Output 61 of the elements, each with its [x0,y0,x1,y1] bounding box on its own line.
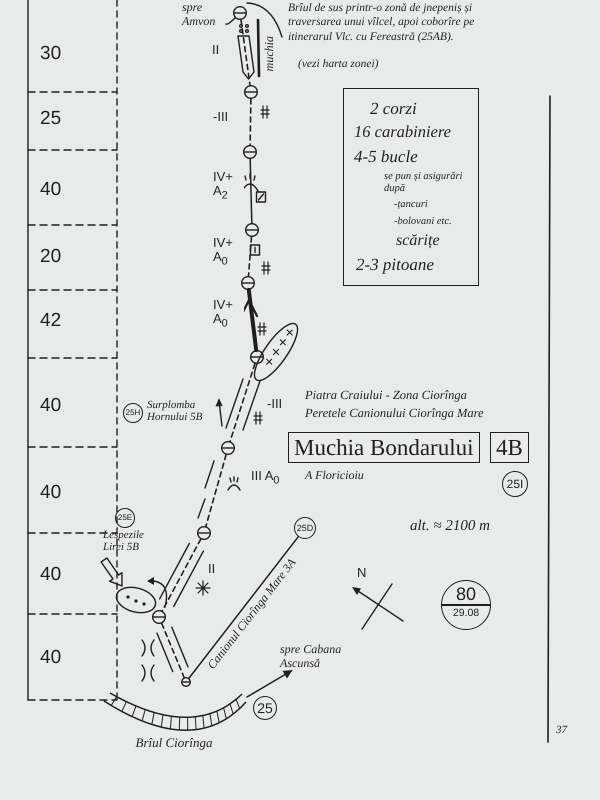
pitch-length: 20 [40,245,62,269]
pitch-length: 40 [40,646,62,670]
route-line [246,288,258,352]
route-line [160,622,185,678]
route-grade: 4B [490,432,529,463]
belay-station [242,144,258,160]
wall-name: Peretele Canionului Ciorînga Mare [305,406,484,422]
equipment-item: -bolovani etc. [394,216,452,228]
route-number: 25D [294,517,316,539]
trail-line [188,536,300,679]
pitch-length: 40 [40,394,62,418]
equipment-item: 2 corzi [370,99,417,119]
time-date-circle [441,580,491,630]
belay-station [232,5,248,21]
equipment-item: 2-3 pitoane [356,254,434,274]
route-line [249,98,252,146]
north-label: N [357,565,366,582]
route-number: 25H [123,403,143,423]
pitch-length: 30 [40,42,62,66]
circle-date: 29.08 [452,608,480,620]
pitch-length: 40 [40,481,62,505]
equipment-item: -țancuri [394,199,428,212]
belay-station [180,676,192,688]
route-number: 25I [502,471,528,497]
altitude-note: alt. ≈ 2100 m [410,517,490,536]
belay-station [151,609,167,625]
route-line [229,362,256,442]
equipment-item: scărițe [396,232,440,251]
pitch-length: 25 [40,107,62,131]
belay-station [244,222,260,238]
belay-station [220,440,236,456]
page-number: 37 [556,724,567,738]
route-name: Lespezile Lirei 5B [103,529,145,554]
pitch-length: 42 [40,309,62,333]
belay-station [240,275,256,291]
route-line [240,19,251,86]
equipment-item: se pun și asigurări după [384,170,464,195]
connector-line [225,17,236,25]
belay-station [249,349,265,365]
equipment-box [343,88,479,286]
circle-number: 80 [456,585,476,605]
route-note: (vezi harta zonei) [298,57,378,72]
route-line [249,158,253,224]
equipment-item: 4-5 bucle [354,146,418,166]
route-line [248,236,252,277]
route-line [205,454,227,528]
area-name: Piatra Craiului - Zona Ciorînga [305,388,467,404]
route-note: Brîul de sus printr-o zonă de jnepeniș și traversarea unui vîlcel, apoi coborîre pe itinerarul Vlc. cu Fereastră (25AB). [288,1,476,44]
route-name: Surplomba Hornului 5B [147,399,204,424]
route-number: 25 [253,696,277,720]
ledge-name: Brîul Ciorînga [136,736,212,750]
direction-text: spre Amvon [182,1,226,29]
pitch-length: 40 [40,563,62,587]
equipment-item: 16 carabiniere [354,123,451,142]
belay-station [196,525,212,541]
ridge-name: muchia [262,36,277,72]
route-title: Muchia Bondarului [288,432,480,463]
belay-station [243,84,259,100]
pitch-length: 40 [40,178,62,202]
author-name: A Floricioiu [305,469,364,482]
route-number: 25E [115,508,135,528]
